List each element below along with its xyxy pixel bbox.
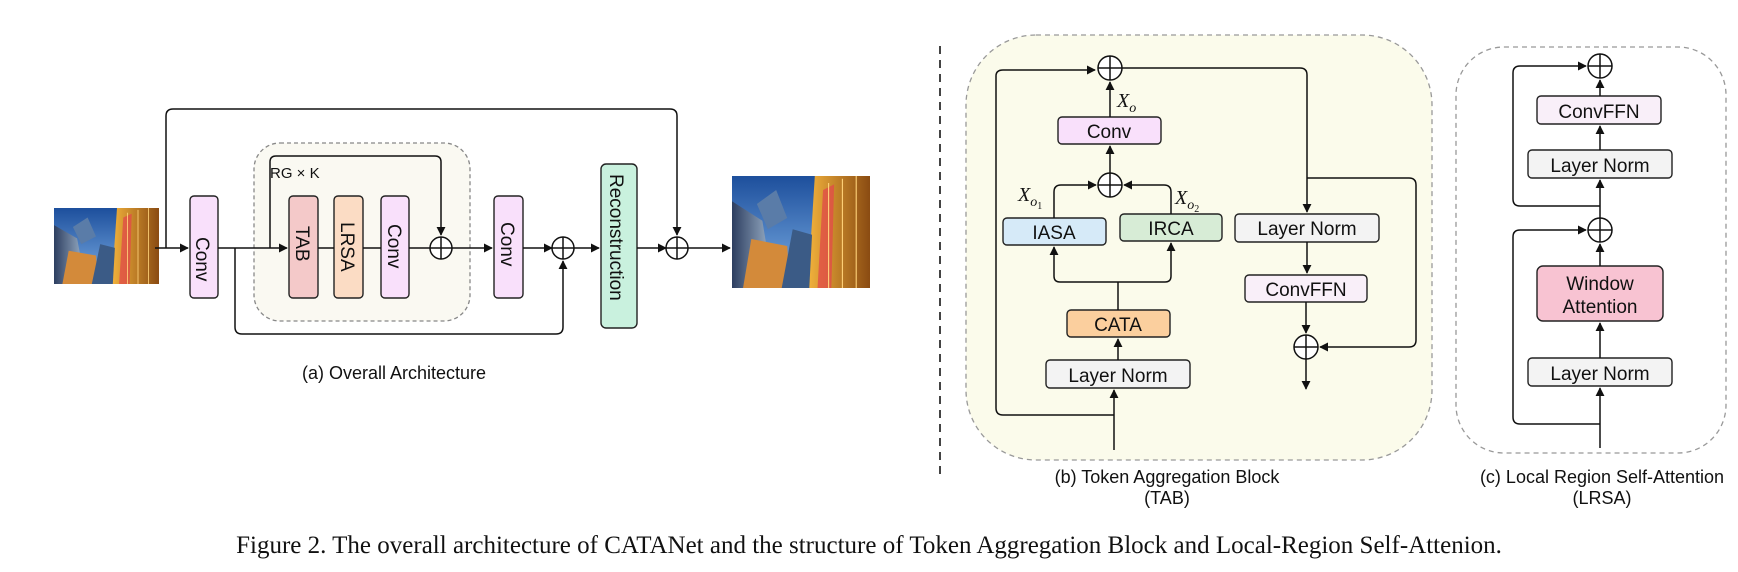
lrsa-label: LRSA xyxy=(336,222,357,272)
conv-inner-label: Conv xyxy=(383,224,404,269)
lrsa-box xyxy=(333,195,364,299)
tab-norm-right-label: Layer Norm xyxy=(1257,219,1356,240)
long-skip-sum-node xyxy=(551,236,575,260)
tab-top-sum-node xyxy=(1097,55,1123,81)
irca-label: IRCA xyxy=(1148,219,1194,240)
input-image xyxy=(53,207,160,285)
conv-tail-label: Conv xyxy=(496,222,517,267)
lrsa-mid-sum-node xyxy=(1587,217,1613,243)
reconstruction-box xyxy=(600,163,638,329)
caption-c-line1: (c) Local Region Self-Attention xyxy=(1480,467,1724,487)
conv-head-label: Conv xyxy=(191,237,212,282)
lrsa-norm-top-label: Layer Norm xyxy=(1550,156,1649,177)
tab-conv-label: Conv xyxy=(1087,122,1132,143)
conv-tail-box xyxy=(493,195,524,299)
global-skip-sum-node xyxy=(665,236,689,260)
window-attention-label-1: Window xyxy=(1566,274,1634,295)
tab-ffn-sum-node xyxy=(1293,334,1319,360)
caption-b-line2: (TAB) xyxy=(1144,488,1190,508)
tab-convffn-label: ConvFFN xyxy=(1265,280,1346,301)
xo2-label: Xo2 xyxy=(1174,187,1199,215)
caption-c-line2: (LRSA) xyxy=(1572,488,1631,508)
iasa-label: IASA xyxy=(1032,223,1076,244)
lrsa-norm-bottom-label: Layer Norm xyxy=(1550,364,1649,385)
tab-attn-sum-node xyxy=(1097,172,1123,198)
lrsa-convffn-box xyxy=(1536,95,1662,125)
reconstruction-label: Reconstruction xyxy=(605,174,626,301)
output-image xyxy=(731,175,871,289)
window-attention-label-2: Attention xyxy=(1563,297,1638,318)
tab-box xyxy=(288,195,319,299)
cata-label: CATA xyxy=(1094,315,1142,336)
panel-c: ConvFFN Layer Norm Window Attention Laye… xyxy=(1455,46,1727,508)
panel-b: Conv IASA IRCA CATA Layer Norm Layer Nor… xyxy=(965,34,1433,508)
caption-a: (a) Overall Architecture xyxy=(302,363,486,383)
xo1-label: Xo1 xyxy=(1017,184,1042,212)
conv-inner-box xyxy=(380,195,410,299)
conv-head-box xyxy=(189,195,219,299)
rg-label: RG × K xyxy=(270,165,320,182)
lrsa-convffn-label: ConvFFN xyxy=(1558,102,1639,123)
figure-caption: Figure 2. The overall architecture of CA… xyxy=(236,532,1502,559)
tab-container xyxy=(965,34,1433,461)
lrsa-container xyxy=(1455,46,1727,454)
tab-norm-bottom-label: Layer Norm xyxy=(1068,366,1167,387)
xo-label: Xo xyxy=(1116,90,1136,116)
tab-label: TAB xyxy=(291,226,312,262)
rg-sum-node xyxy=(429,236,453,260)
lrsa-top-sum-node xyxy=(1587,53,1613,79)
panel-a: RG × K Conv TAB LRSA Conv Conv Reconstru… xyxy=(53,108,871,383)
caption-b-line1: (b) Token Aggregation Block xyxy=(1055,467,1281,487)
